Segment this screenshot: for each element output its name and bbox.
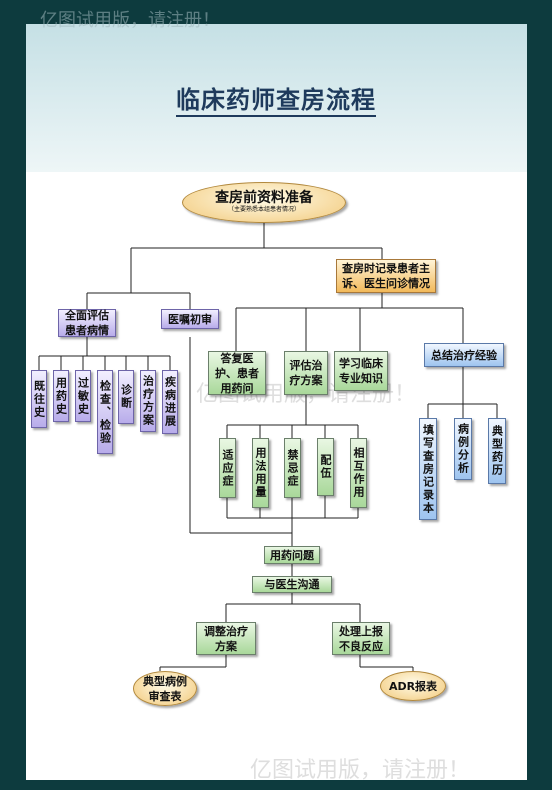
eval-item: 适应症 (219, 438, 236, 498)
eval-item: 配伍 (317, 438, 334, 496)
eval-item: 相互作用 (350, 438, 367, 508)
history-item: 既往史 (31, 370, 47, 428)
history-item: 检查、检验 (97, 370, 113, 454)
node-root-label: 查房前资料准备 (215, 190, 313, 206)
node-case-review: 典型病例审查表 (133, 671, 197, 706)
node-orders: 医嘱初审 (161, 309, 219, 329)
node-record: 查房时记录患者主诉、医生问诊情况 (336, 259, 436, 293)
history-item: 用药史 (53, 370, 69, 422)
eval-item: 用法用量 (252, 438, 269, 508)
connector-lines (38, 222, 498, 671)
node-adjust: 调整治疗方案 (196, 622, 256, 655)
history-item: 疾病进展 (162, 370, 178, 434)
node-root-sub: （主要熟悉本组患者情况） (227, 206, 300, 213)
node-adr: ADR报表 (380, 671, 446, 701)
node-drug-issue: 用药问题 (264, 546, 320, 564)
node-summary: 总结治疗经验 (424, 343, 504, 367)
history-item: 过敏史 (75, 370, 91, 422)
history-item: 诊断 (118, 370, 134, 424)
page-title: 临床药师查房流程 (0, 80, 552, 117)
summary-item: 填写查房记录本 (419, 418, 437, 520)
node-communicate: 与医生沟通 (252, 576, 332, 593)
node-root: 查房前资料准备 （主要熟悉本组患者情况） (182, 182, 346, 223)
node-learn: 学习临床专业知识 (334, 351, 388, 391)
watermark-bottom: 亿图试用版，请注册！ (250, 758, 471, 783)
node-assess: 全面评估患者病情 (58, 309, 116, 337)
summary-item: 病例分析 (454, 418, 472, 480)
node-evaluate: 评估治疗方案 (284, 351, 328, 395)
summary-item: 典型药历 (488, 418, 506, 484)
top-watermark: 亿图试用版，请注册！ (40, 10, 220, 31)
eval-item: 禁忌症 (284, 438, 301, 498)
node-report: 处理上报不良反应 (332, 622, 390, 655)
history-item: 治疗方案 (140, 370, 156, 432)
node-answer: 答复医护、患者用药问 (208, 351, 266, 395)
